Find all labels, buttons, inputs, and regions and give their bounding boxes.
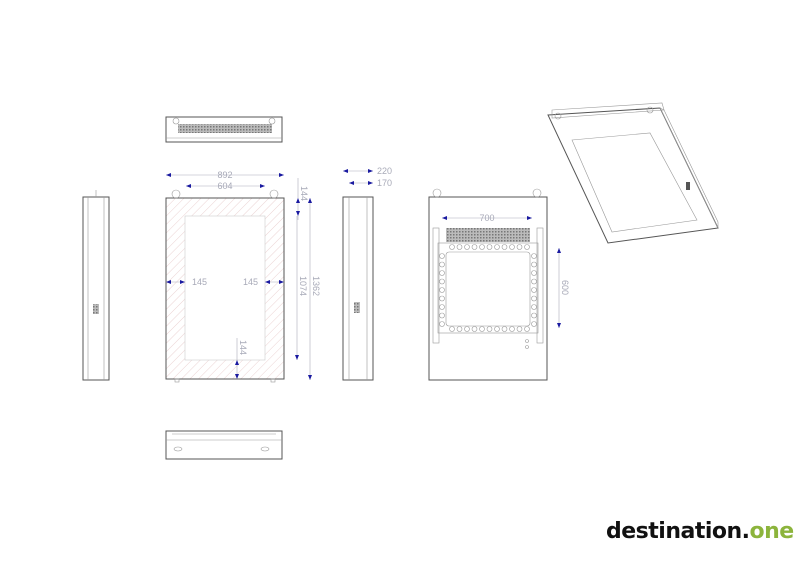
mounting-hole: [456, 326, 463, 332]
mounting-hole: [531, 304, 537, 310]
right-side-view: 220 170: [342, 166, 392, 381]
mounting-hole: [494, 326, 500, 332]
mounting-hole: [531, 253, 537, 259]
mounting-hole: [486, 244, 493, 250]
isometric-view: [547, 102, 719, 244]
mounting-hole: [531, 321, 537, 327]
destination-one-logo: destination.one: [606, 519, 794, 544]
mounting-hole: [464, 244, 470, 250]
dim-overall-depth: 220: [377, 166, 392, 176]
mounting-hole: [531, 287, 537, 293]
mounting-hole: [524, 326, 530, 332]
mounting-hole: [439, 312, 445, 319]
mounting-hole: [439, 270, 445, 276]
mounting-hole: [439, 304, 445, 310]
mounting-hole: [531, 312, 537, 319]
mounting-hole: [509, 244, 515, 250]
mounting-hole: [524, 244, 530, 250]
mounting-hole: [439, 295, 445, 302]
mounting-hole: [449, 326, 455, 332]
dim-screen-width: 604: [217, 181, 232, 191]
dim-overall-width: 892: [217, 170, 232, 180]
mounting-hole: [479, 326, 485, 332]
mounting-hole: [449, 244, 455, 250]
dim-overall-height: 1362: [311, 276, 321, 296]
mounting-hole: [516, 326, 523, 332]
mounting-hole: [509, 326, 515, 332]
mounting-hole: [531, 278, 537, 285]
top-view: [165, 116, 283, 143]
dim-screen-height: 1074: [298, 276, 308, 296]
mounting-hole: [516, 244, 523, 250]
dim-vesa-width: 700: [479, 213, 494, 223]
dim-inner-depth: 170: [377, 178, 392, 188]
dim-top-border: 144: [299, 186, 309, 201]
mounting-hole: [464, 326, 470, 332]
rear-view: 700 600: [428, 188, 570, 381]
mounting-hole: [471, 326, 478, 332]
mounting-hole: [439, 278, 445, 285]
mounting-hole: [439, 261, 445, 268]
mounting-hole: [531, 261, 537, 268]
dim-left-border: 145: [192, 277, 207, 287]
mounting-hole: [456, 244, 463, 250]
mounting-holes: [439, 244, 537, 332]
mounting-hole: [471, 244, 478, 250]
mounting-hole: [494, 244, 500, 250]
mounting-hole: [439, 287, 445, 293]
dim-vesa-height: 600: [560, 280, 570, 295]
front-view: 892 604 144 145 145 1074 1362 144: [165, 170, 321, 383]
bottom-view: [165, 430, 283, 460]
mounting-hole: [501, 244, 508, 250]
mounting-hole: [501, 326, 508, 332]
mounting-hole: [439, 253, 445, 259]
mounting-hole: [531, 295, 537, 302]
left-side-view: [82, 190, 110, 381]
dim-right-border: 145: [243, 277, 258, 287]
mounting-hole: [486, 326, 493, 332]
mounting-hole: [531, 270, 537, 276]
dim-bottom-border: 144: [238, 340, 248, 355]
mounting-hole: [479, 244, 485, 250]
mounting-hole: [439, 321, 445, 327]
